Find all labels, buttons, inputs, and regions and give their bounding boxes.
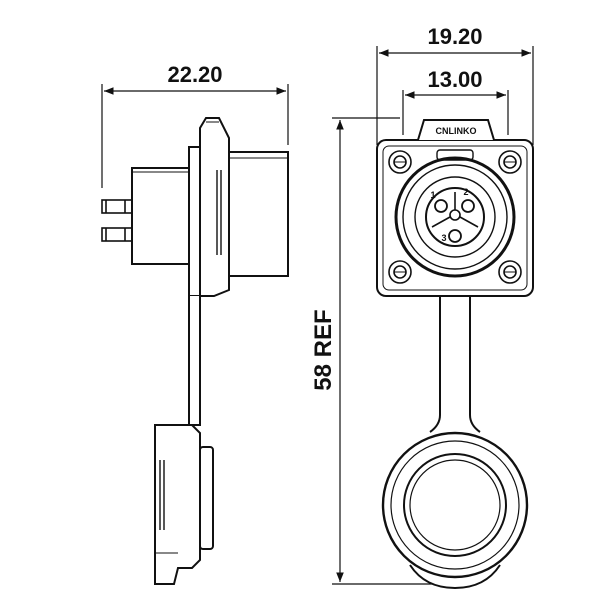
pin-label-3: 3 [441, 233, 446, 243]
dim-side-width-label: 22.20 [167, 62, 222, 87]
brand-logo-text: CNLINKO [436, 126, 477, 136]
front-lanyard-strap [429, 296, 481, 433]
receptacle-insert [425, 187, 485, 247]
side-front-body [228, 151, 289, 277]
side-pins [101, 199, 133, 242]
front-flange [376, 139, 534, 297]
side-flange [188, 146, 201, 297]
side-rear-body [131, 167, 190, 265]
pin-insert [431, 192, 479, 228]
pin-hole-2 [461, 199, 475, 213]
mounting-holes [388, 150, 522, 284]
side-dust-cap [154, 424, 201, 585]
pin-label-2: 2 [463, 187, 468, 197]
pin-hole-1 [434, 199, 448, 213]
receptacle-outer-ring [394, 156, 516, 278]
pin-label-1: 1 [430, 190, 435, 200]
brand-tab [417, 119, 495, 141]
front-view [332, 46, 534, 590]
dim-outer-width-label: 19.20 [427, 24, 482, 49]
dim-inner-width-label: 13.00 [427, 67, 482, 92]
side-view [101, 84, 289, 585]
dust-cap-inner [403, 453, 507, 557]
pin-hole-3 [448, 229, 462, 243]
side-front-shell [199, 117, 230, 297]
side-lanyard-strap [188, 296, 201, 426]
dust-cap [381, 431, 529, 590]
dim-length-label: 58 REF [310, 309, 337, 390]
